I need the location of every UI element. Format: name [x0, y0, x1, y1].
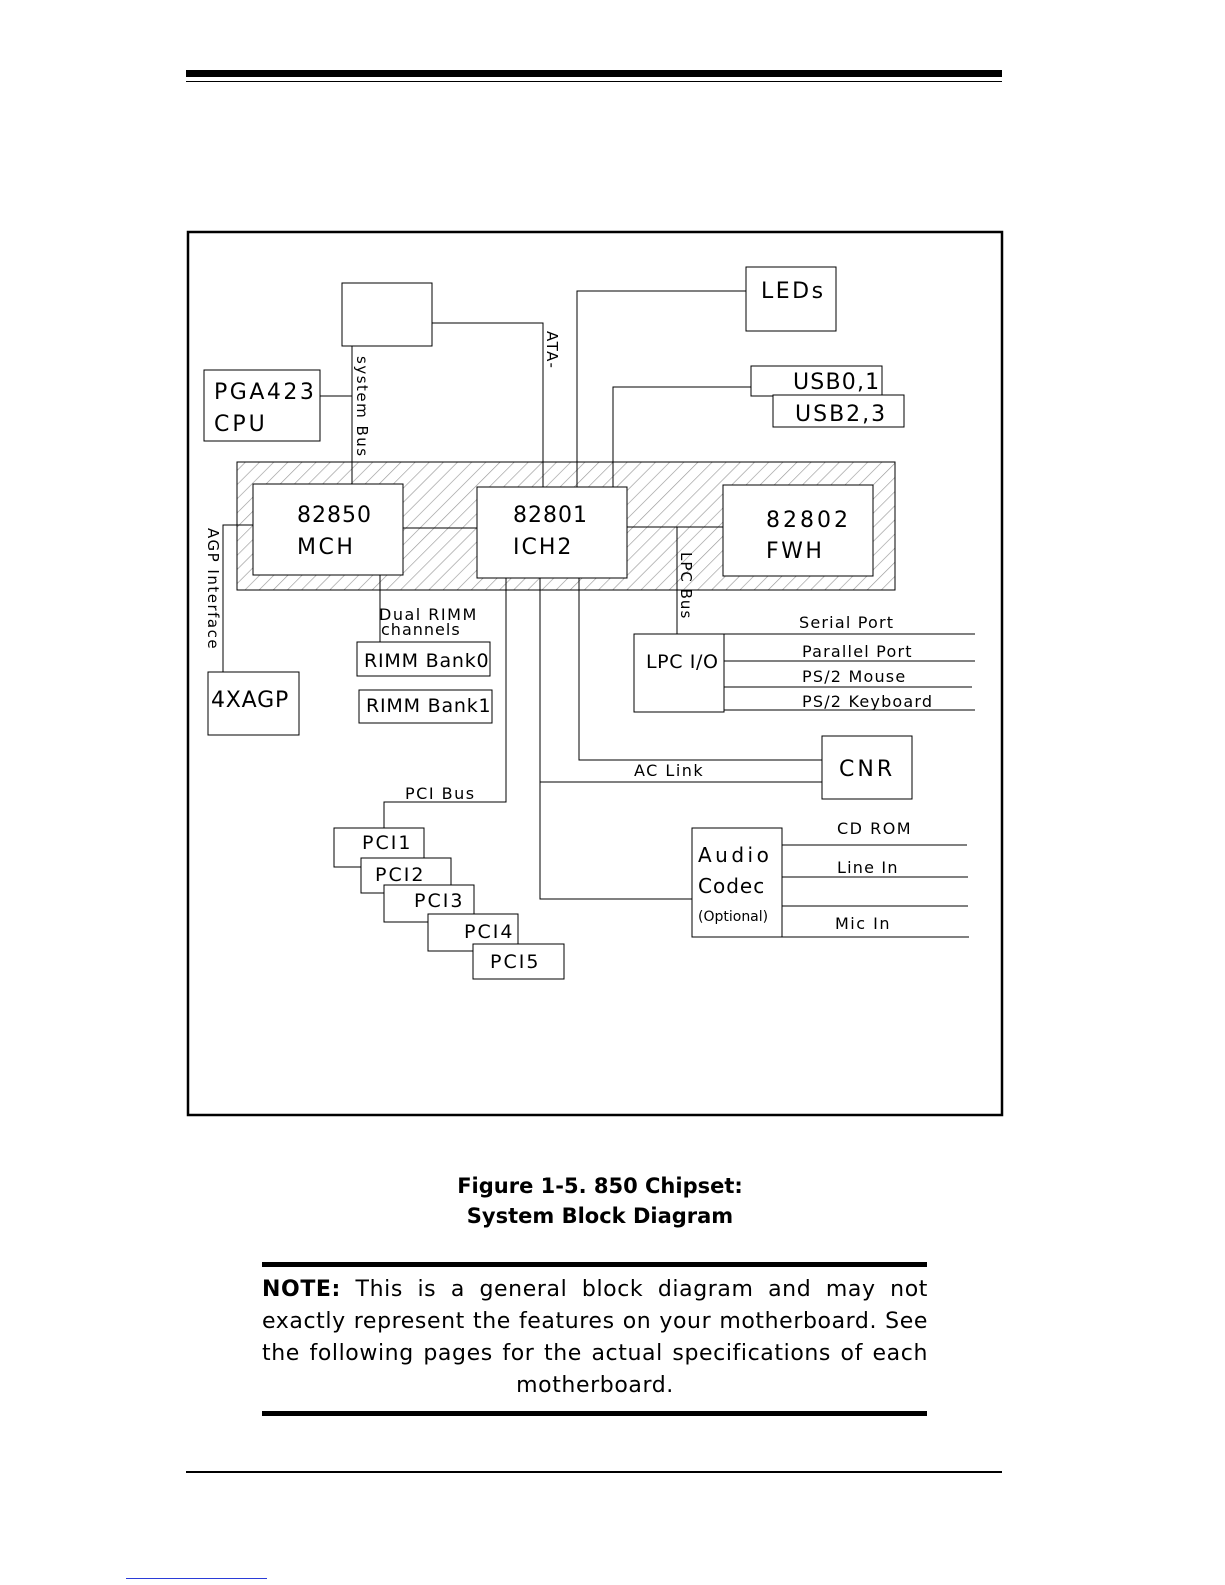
usb-line — [612, 386, 751, 487]
leds-label: LEDs — [761, 279, 826, 304]
cnr-label: CNR — [839, 757, 895, 782]
lpc-io-box — [633, 633, 725, 713]
leds-line — [576, 290, 746, 487]
pci2-label: PCI2 — [375, 864, 425, 886]
ps2-mouse-label: PS/2 Mouse — [802, 667, 906, 686]
rimm-bank0-box — [356, 641, 491, 677]
diagram-frame — [186, 230, 1004, 1117]
footer-rule — [186, 1471, 1002, 1473]
usb23-label: USB2,3 — [795, 402, 887, 427]
fwh-label-line2: FWH — [766, 539, 824, 564]
figure-caption-line1: Figure 1-5. 850 Chipset: — [457, 1174, 743, 1198]
ich2-box — [476, 486, 628, 579]
audio-label-line1: Audio — [698, 843, 772, 867]
fwh-box — [722, 484, 874, 577]
ata-label: ATA- — [543, 331, 561, 369]
rimm-bank1-label: RIMM Bank1 — [366, 695, 491, 717]
component-boxes — [203, 266, 913, 980]
agp-interface-label: AGP Interface — [204, 528, 222, 650]
parallel-port-label: Parallel Port — [802, 642, 913, 661]
block-labels: LEDs USB0,1 USB2,3 PGA423 CPU 82850 MCH … — [211, 279, 895, 973]
leds-box — [745, 266, 837, 332]
footer-link-underline[interactable] — [126, 1578, 267, 1579]
port-labels: Serial Port Parallel Port PS/2 Mouse PS/… — [799, 613, 933, 933]
cpu-label-line1: PGA423 — [214, 380, 316, 405]
pci-bus-label: PCI Bus — [405, 784, 476, 803]
serial-port-label: Serial Port — [799, 613, 894, 632]
cnr-box — [821, 735, 913, 800]
rimm-bank1-box — [358, 689, 493, 724]
pci3-label: PCI3 — [414, 890, 464, 912]
note-bottom-rule — [262, 1411, 927, 1416]
mch-label-line1: 82850 — [297, 503, 372, 528]
audio-link-line — [539, 578, 692, 900]
pci1-label: PCI1 — [362, 832, 412, 854]
mch-label-line2: MCH — [297, 535, 355, 560]
ich2-label-line1: 82801 — [513, 503, 588, 528]
usb01-box — [750, 365, 883, 397]
rimm-bank0-label: RIMM Bank0 — [364, 650, 489, 672]
ps2-keyboard-label: PS/2 Keyboard — [802, 692, 933, 711]
dual-rimm-label-line2: channels — [381, 620, 461, 639]
note-top-rule — [262, 1262, 927, 1267]
figure-caption-line2: System Block Diagram — [466, 1204, 734, 1228]
pci5-label: PCI5 — [490, 951, 540, 973]
mic-in-label: Mic In — [835, 914, 891, 933]
pci-bus-line — [383, 578, 507, 828]
agp-label: 4XAGP — [211, 688, 289, 713]
usb23-box — [772, 394, 905, 428]
note-block: NOTE: This is a general block diagram an… — [262, 1274, 928, 1402]
mch-box — [252, 483, 404, 576]
fwh-label-line1: 82802 — [766, 508, 851, 533]
pci5-box — [472, 943, 565, 980]
agp-interface-line — [222, 524, 253, 672]
note-text: This is a general block diagram and may … — [262, 1277, 928, 1398]
line-in-label: Line In — [837, 858, 899, 877]
ac-link-label: AC Link — [634, 761, 704, 780]
audio-label-line2: Codec — [698, 874, 765, 898]
bus-labels: system Bus ATA- AGP Interface LPC Bus Du… — [204, 331, 704, 803]
cpu-box — [203, 369, 321, 442]
block-diagram: LEDs USB0,1 USB2,3 PGA423 CPU 82850 MCH … — [186, 230, 1004, 1117]
pci4-label: PCI4 — [464, 921, 514, 943]
connection-lines — [222, 290, 975, 938]
ac-link-line — [578, 578, 822, 761]
agp-box — [207, 671, 300, 736]
ich2-label-line2: ICH2 — [513, 535, 573, 560]
note-label: NOTE: — [262, 1277, 341, 1302]
cd-rom-label: CD ROM — [837, 819, 912, 838]
dual-rimm-label-line1: Dual RIMM — [379, 605, 478, 624]
usb01-label: USB0,1 — [793, 370, 880, 395]
lpc-bus-label: LPC Bus — [677, 552, 695, 619]
cpu-label-line2: CPU — [214, 412, 268, 437]
audio-codec-box — [691, 827, 783, 938]
header-rule-thin — [186, 81, 1002, 82]
lpc-io-label: LPC I/O — [646, 651, 719, 673]
audio-label-line3: (Optional) — [698, 909, 768, 925]
header-rule-thick — [186, 70, 1002, 77]
ata-line — [432, 322, 544, 487]
unlabeled-box — [341, 282, 433, 347]
system-bus-label: system Bus — [353, 356, 371, 458]
